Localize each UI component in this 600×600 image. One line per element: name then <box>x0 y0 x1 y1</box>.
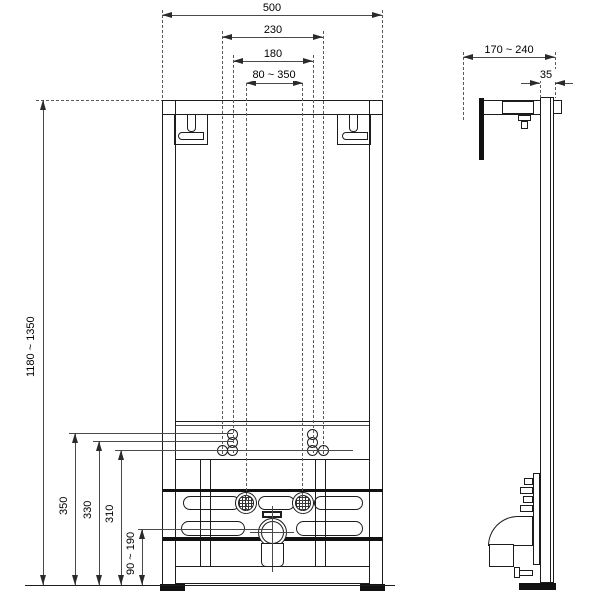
arrowhead <box>139 575 145 585</box>
arrowhead <box>40 100 46 110</box>
side-fitting-stub <box>524 478 533 485</box>
arrowhead <box>372 12 382 18</box>
dim-label-h330: 330 <box>82 492 95 528</box>
arrowhead <box>530 80 540 86</box>
drain-centerline-horizontal <box>250 532 294 533</box>
dim-label-frame-height: 1180 ~ 1350 <box>25 300 38 394</box>
extension-line <box>463 52 464 120</box>
side-column-inner-line <box>550 97 551 583</box>
dimension-line <box>121 450 122 585</box>
side-drain-elbow <box>488 516 533 546</box>
arrowhead <box>463 54 473 60</box>
fixing-crossbar <box>176 421 369 460</box>
plate-slot <box>181 521 245 536</box>
dim-label-total-width: 500 <box>252 2 292 14</box>
wall-bracket-plate-left <box>174 114 208 145</box>
keyhole-slot-horizontal-left <box>178 132 204 140</box>
arrowhead <box>118 450 124 460</box>
arrowhead <box>40 575 46 585</box>
arrowhead <box>96 575 102 585</box>
dim-label-supply-width: 80 ~ 350 <box>244 69 304 81</box>
arrowhead <box>222 34 232 40</box>
leader-line <box>93 441 233 442</box>
arrowhead <box>72 575 78 585</box>
extension-line <box>313 55 314 456</box>
keyhole-slot-vertical-right <box>349 114 358 132</box>
extension-line <box>233 55 234 456</box>
arrowhead <box>313 34 323 40</box>
side-fitting-stub <box>520 505 533 512</box>
dim-label-outlet-height: 90 ~ 190 <box>125 524 138 582</box>
dimension-line <box>222 37 323 38</box>
right-rail <box>369 100 383 585</box>
dimension-line <box>99 441 100 585</box>
extension-line <box>302 78 303 514</box>
side-wall-plate <box>479 98 484 160</box>
side-bracket-bolt-head <box>518 115 531 121</box>
foot-plate-right <box>360 584 385 591</box>
mounting-plate-top-edge <box>163 489 383 492</box>
dim-label-wall-distance: 170 ~ 240 <box>479 44 539 56</box>
dimension-line <box>43 100 44 585</box>
keyhole-slot-vertical-left <box>187 114 196 132</box>
plate-slot <box>314 496 363 510</box>
side-mounting-plate <box>533 473 540 565</box>
side-foot-bolt-stem <box>519 570 533 576</box>
plate-slot <box>183 496 240 510</box>
dimension-line <box>162 15 382 16</box>
dimension-line <box>463 57 555 58</box>
dim-label-fixing-width: 180 <box>253 48 293 60</box>
side-column <box>540 97 554 583</box>
dim-label-bracket-width: 230 <box>253 24 293 36</box>
arrowhead <box>293 80 303 86</box>
top-rail <box>162 100 383 115</box>
dim-label-profile-depth: 35 <box>536 69 556 81</box>
arrowhead <box>233 58 243 64</box>
arrowhead <box>545 54 555 60</box>
crossbar-inner-line <box>176 425 369 426</box>
side-drain-pipe <box>489 544 514 567</box>
keyhole-slot-horizontal-right <box>342 132 368 140</box>
leader-line <box>136 529 272 530</box>
arrowhead <box>118 575 124 585</box>
extension-line <box>540 80 541 98</box>
extension-line <box>323 31 324 456</box>
arrowhead <box>555 80 565 86</box>
support-strut-left <box>200 459 211 567</box>
extension-line <box>222 31 223 456</box>
leader-line <box>115 450 353 451</box>
arrowhead <box>162 12 172 18</box>
arrowhead <box>303 58 313 64</box>
leader-line <box>69 433 233 434</box>
arrowhead <box>72 433 78 443</box>
supply-valve-right-knurl <box>295 495 311 511</box>
foot-plate-left <box>160 584 185 591</box>
side-wall-anchor <box>553 100 562 114</box>
arrowhead <box>246 80 256 86</box>
side-fitting-stub <box>520 487 533 494</box>
dim-label-h310: 310 <box>104 496 117 532</box>
dimension-line <box>233 61 313 62</box>
extension-line <box>36 100 162 101</box>
side-bracket-bolt-stem <box>521 121 528 129</box>
extension-line <box>162 10 163 98</box>
dim-label-h350: 350 <box>58 488 71 524</box>
arrowhead <box>96 441 102 451</box>
extension-line <box>382 10 383 98</box>
support-strut-right <box>315 459 326 567</box>
dimension-line <box>75 433 76 585</box>
dimension-line <box>246 83 303 84</box>
floor-line <box>25 585 395 586</box>
side-floor-plate <box>519 583 556 590</box>
left-rail <box>162 100 176 585</box>
arrowhead <box>139 529 145 539</box>
bottom-rail <box>176 566 369 584</box>
extension-line <box>246 78 247 514</box>
side-fitting-stub <box>523 496 533 503</box>
plate-slot <box>296 521 363 536</box>
drain-centerline-vertical <box>272 506 273 572</box>
dimension-line <box>142 529 143 585</box>
plate-slot <box>258 496 295 510</box>
side-bracket-block <box>502 100 534 114</box>
